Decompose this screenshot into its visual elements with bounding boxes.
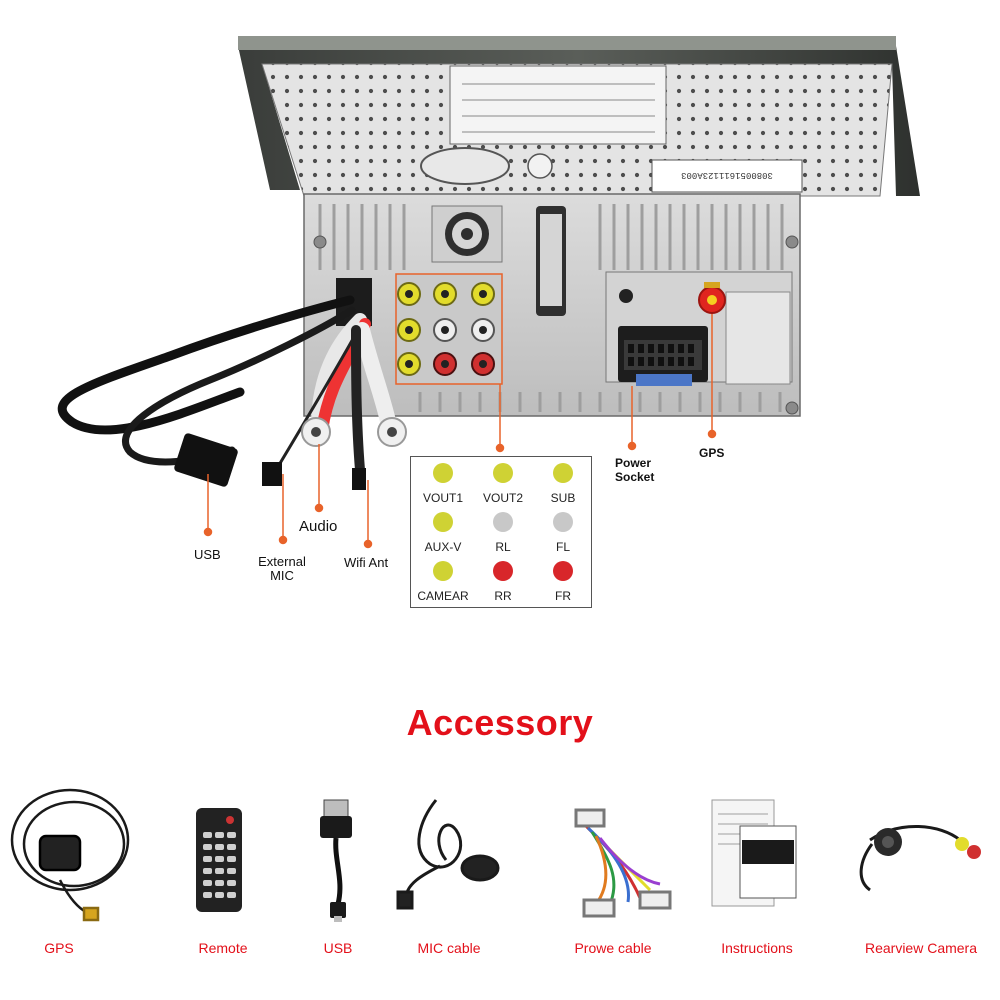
gps-connector — [698, 282, 726, 314]
legend-label: CAMEAR — [417, 589, 469, 603]
gps-antenna-icon — [10, 788, 130, 922]
legend-item: RL — [473, 512, 533, 554]
callout-gps: GPS — [699, 446, 725, 460]
rearview-camera-icon — [859, 824, 981, 892]
rca-jack-fl — [471, 318, 495, 342]
accessory-label-usb: USB — [323, 940, 353, 956]
power-harness-icon — [574, 808, 672, 918]
accessory-label-mic-cable: MIC cable — [417, 940, 481, 956]
rca-jack-vout1 — [397, 282, 421, 306]
callout-audio: Audio — [299, 518, 338, 535]
rca-jack-fr — [471, 352, 495, 376]
wiring-harness — [57, 278, 398, 475]
accessory-label-rearview-camera: Rearview Camera — [864, 940, 978, 956]
screen-frame — [238, 36, 920, 196]
legend-item: CAMEAR — [413, 561, 473, 603]
chassis-top: 3080051611123A003 — [261, 63, 893, 197]
legend-item: FR — [533, 561, 593, 603]
legend-dot-icon — [493, 463, 513, 483]
legend-item: AUX-V — [413, 512, 473, 554]
callout-power-socket-line2: Socket — [615, 470, 655, 484]
callout-external-mic: External MIC — [252, 555, 312, 583]
remote-control-icon — [196, 808, 242, 912]
callout-lines — [203, 314, 717, 549]
callout-usb: USB — [194, 547, 221, 562]
microphone-cable-icon — [396, 799, 500, 910]
callout-external-mic-line1: External — [258, 554, 306, 569]
power-socket-connector — [618, 326, 708, 386]
rca-jack-vout2 — [433, 282, 457, 306]
rca-jack-camera — [397, 352, 421, 376]
rca-jack-aux-v — [397, 318, 421, 342]
legend-dot-icon — [553, 561, 573, 581]
legend-label: VOUT1 — [422, 491, 463, 505]
legend-item: FL — [533, 512, 593, 554]
callout-wifi-ant: Wifi Ant — [344, 555, 389, 570]
barcode-tag: 3080051611123A003 — [651, 159, 803, 193]
legend-dot-icon — [553, 463, 573, 483]
accessory-label-remote: Remote — [198, 940, 248, 956]
callout-external-mic-line2: MIC — [270, 568, 294, 583]
fan-icon — [431, 205, 503, 263]
usb-plug-icon — [174, 433, 238, 487]
legend-dot-icon — [493, 561, 513, 581]
callout-power-socket: Power Socket — [615, 456, 654, 484]
rca-connector-panel — [395, 273, 503, 385]
legend-item: RR — [473, 561, 533, 603]
legend-label: FR — [555, 589, 571, 603]
legend-label: RL — [495, 540, 511, 554]
legend-dot-icon — [493, 512, 513, 532]
legend-dot-icon — [433, 463, 453, 483]
barcode-text: 3080051611123A003 — [681, 170, 773, 180]
callout-power-socket-line1: Power — [615, 456, 652, 470]
rca-jack-rr — [433, 352, 457, 376]
accessory-label-instructions: Instructions — [721, 940, 793, 956]
legend-dot-icon — [433, 561, 453, 581]
usb-cable-icon — [320, 799, 352, 922]
mic-connector-icon — [262, 462, 282, 486]
legend-label: FL — [555, 540, 570, 554]
rca-color-legend: VOUT1 VOUT2 SUB AUX-V RL FL CAMEAR RR FR — [410, 456, 592, 608]
accessory-label-gps: GPS — [44, 940, 74, 956]
rca-jack-sub — [471, 282, 495, 306]
legend-item: VOUT1 — [413, 463, 473, 505]
legend-label: RR — [494, 589, 512, 603]
rca-jack-rl — [433, 318, 457, 342]
manual-booklet-icon — [711, 799, 797, 907]
accessory-title: Accessory — [406, 702, 594, 743]
legend-dot-icon — [433, 512, 453, 532]
legend-label: AUX-V — [424, 540, 462, 554]
wifi-antenna-plug-icon — [352, 468, 366, 490]
legend-label: SUB — [550, 491, 576, 505]
accessory-label-prowe-cable: Prowe cable — [574, 940, 652, 956]
legend-item: VOUT2 — [473, 463, 533, 505]
legend-item: SUB — [533, 463, 593, 505]
legend-label: VOUT2 — [482, 491, 523, 505]
accessory-images — [10, 788, 981, 922]
legend-dot-icon — [553, 512, 573, 532]
